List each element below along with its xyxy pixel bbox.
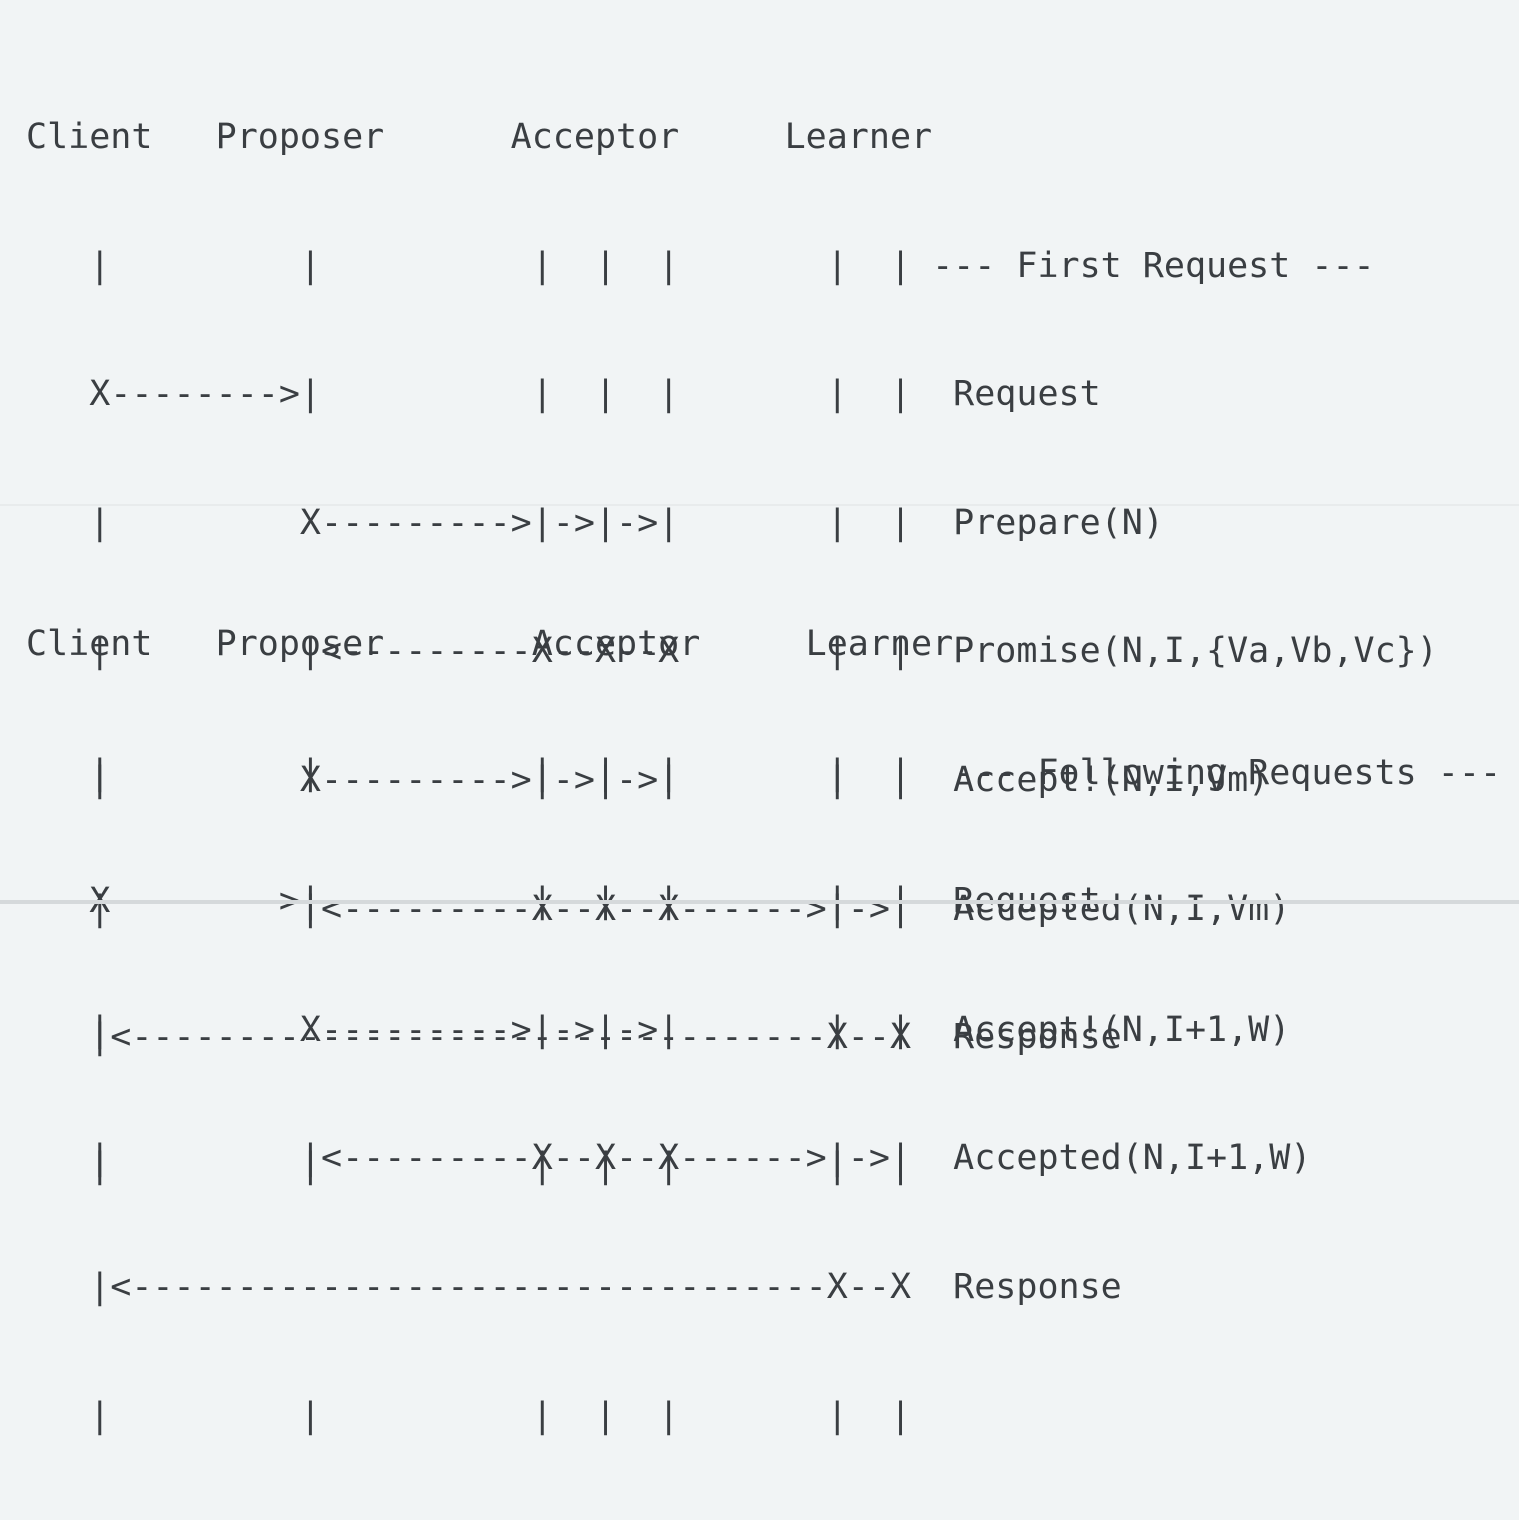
- diagram-line-section-title: | | | | | | | --- First Request ---: [26, 245, 1375, 286]
- diagram-line-lifelines: | | | | | | |: [26, 1395, 912, 1436]
- diagram-line-accepted: | |<---------X--X--X------>|->| Accepted…: [26, 1138, 1312, 1179]
- window-bottom-edge: [0, 900, 1519, 904]
- actor-header-line: Client Proposer Acceptor Learner: [26, 624, 954, 664]
- section-divider: [0, 504, 1519, 506]
- diagram-line-request: X-------->| | | | | | Request: [26, 374, 1101, 415]
- diagram-line-section-title: | | | | | | | --- Following Requests ---: [26, 752, 1502, 793]
- following-requests-diagram: Client Proposer Acceptor Learner | | | |…: [26, 540, 1501, 1520]
- actor-header-line: Client Proposer Acceptor Learner: [26, 117, 933, 157]
- diagram-line-accept: | X--------->|->|->| | | Accept!(N,I+1,W…: [26, 1009, 1291, 1050]
- diagram-line-response: |<---------------------------------X--X …: [26, 1266, 1122, 1307]
- diagram-line-prepare: | X--------->|->|->| | | Prepare(N): [26, 502, 1164, 543]
- diagram-line-accept: | X--------->|->|->| | | Accept!(N,I,Vm): [26, 759, 1270, 800]
- diagram-line-promise: | |<---------X--X--X | | Promise(N,I,{Va…: [26, 631, 1438, 672]
